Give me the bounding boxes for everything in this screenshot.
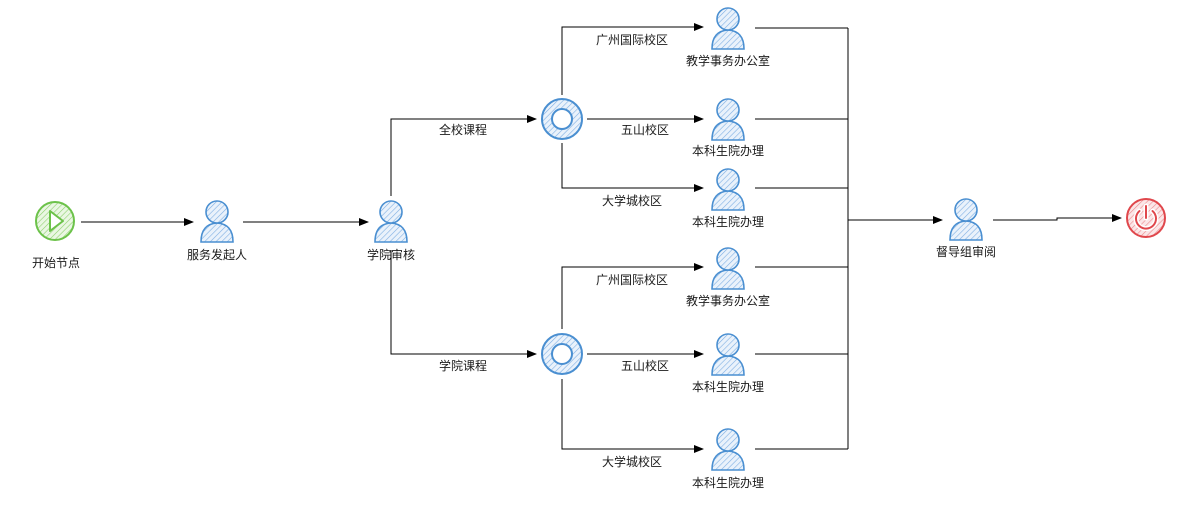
college-review-label: 学院审核 (366, 248, 416, 262)
edge-label-bottom-wushan: 五山校区 (620, 359, 670, 373)
user-icon (711, 7, 745, 50)
top-daxuecheng-task-label: 本科生院办理 (691, 215, 765, 229)
user-icon (711, 168, 745, 211)
task-top-guangzhou[interactable] (708, 5, 748, 51)
gateway-icon (541, 333, 583, 375)
play-icon (35, 201, 75, 241)
task-bottom-wushan[interactable] (708, 331, 748, 377)
edge-bottom-daxuecheng[interactable] (561, 379, 704, 453)
task-initiator[interactable] (197, 198, 237, 244)
edge-college-courses[interactable] (390, 250, 537, 358)
task-bottom-guangzhou[interactable] (708, 245, 748, 291)
bottom-daxuecheng-task-label: 本科生院办理 (691, 476, 765, 490)
bottom-guangzhou-task-label: 教学事务办公室 (685, 294, 771, 308)
task-top-daxuecheng[interactable] (708, 166, 748, 212)
edge-all-courses[interactable] (390, 115, 537, 196)
user-icon (374, 200, 408, 243)
edge-label-college-courses: 学院课程 (438, 359, 488, 373)
user-icon (711, 98, 745, 141)
user-icon (711, 333, 745, 376)
gateway-icon (541, 98, 583, 140)
top-guangzhou-task-label: 教学事务办公室 (685, 54, 771, 68)
edge-top-guangzhou[interactable] (561, 23, 704, 95)
edge-label-all-courses: 全校课程 (438, 123, 488, 137)
edge-label-bottom-daxuecheng: 大学城校区 (601, 455, 663, 469)
task-supervision-review[interactable] (946, 196, 986, 242)
user-icon (711, 247, 745, 290)
bottom-wushan-task-label: 本科生院办理 (691, 380, 765, 394)
user-icon (949, 198, 983, 241)
user-icon (711, 428, 745, 471)
gateway-bottom[interactable] (539, 331, 585, 377)
edge-label-top-daxuecheng: 大学城校区 (601, 194, 663, 208)
edge-label-bottom-guangzhou: 广州国际校区 (595, 273, 669, 287)
gateway-top[interactable] (539, 96, 585, 142)
supervision-review-label: 督导组审阅 (935, 245, 997, 259)
edge-supervision-end[interactable] (993, 214, 1122, 222)
task-college-review[interactable] (371, 198, 411, 244)
end-event[interactable] (1124, 196, 1168, 240)
user-icon (200, 200, 234, 243)
start-event[interactable] (33, 199, 77, 243)
task-bottom-daxuecheng[interactable] (708, 426, 748, 472)
initiator-label: 服务发起人 (186, 248, 248, 262)
edge-top-daxuecheng[interactable] (561, 143, 704, 192)
edge-bottom-guangzhou[interactable] (561, 263, 704, 329)
top-wushan-task-label: 本科生院办理 (691, 144, 765, 158)
power-icon (1126, 198, 1166, 238)
edge-label-top-guangzhou: 广州国际校区 (595, 33, 669, 47)
edge-label-top-wushan: 五山校区 (620, 123, 670, 137)
task-top-wushan[interactable] (708, 96, 748, 142)
start-label: 开始节点 (31, 256, 81, 270)
